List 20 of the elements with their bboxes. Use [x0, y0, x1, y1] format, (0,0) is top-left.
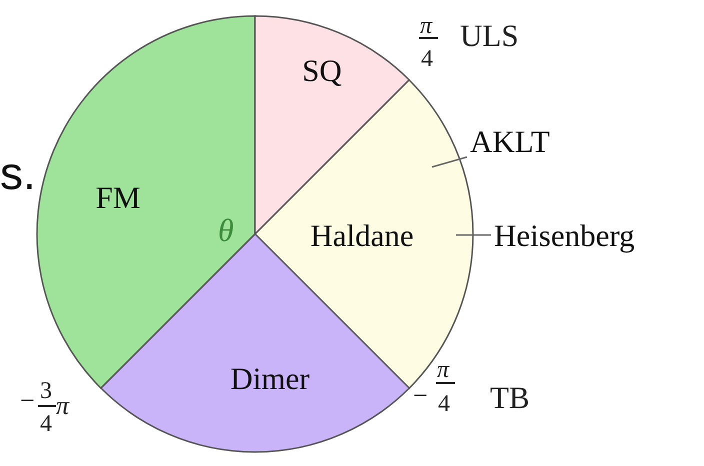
point-label: AKLT [470, 126, 550, 157]
angle-value: − [20, 388, 35, 414]
angle-value: π [56, 393, 70, 419]
angle-value: π [437, 358, 450, 382]
angle-symbol: θ [218, 214, 234, 246]
point-label: TB [490, 382, 530, 413]
leader-line [456, 234, 491, 236]
text-fragment: s. [0, 150, 36, 196]
angle-value: 3 [40, 379, 52, 403]
angle-value: 4 [40, 412, 52, 436]
angle-value: 4 [438, 392, 450, 416]
point-label: Heisenberg [494, 220, 635, 251]
region-label: SQ [302, 54, 342, 86]
region-label: FM [96, 182, 140, 212]
region-label: Dimer [230, 362, 310, 394]
region-label: Haldane [310, 220, 414, 252]
angle-value: − [413, 383, 428, 409]
angle-value: 4 [421, 47, 433, 71]
point-label: ULS [460, 20, 519, 51]
angle-value: π [420, 14, 432, 38]
